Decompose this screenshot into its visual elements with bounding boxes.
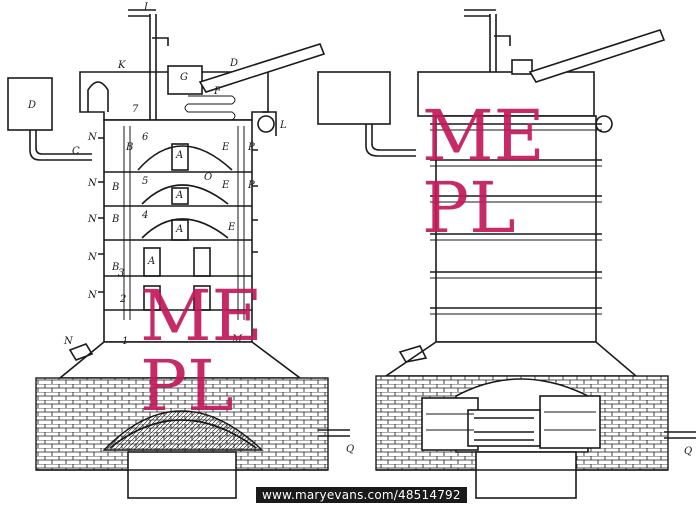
label: A — [175, 224, 183, 235]
label: E — [221, 142, 230, 153]
top-right — [417, 71, 595, 117]
label: L — [279, 120, 287, 131]
label: P — [247, 142, 255, 153]
label: 6 — [142, 132, 149, 143]
label: Q — [684, 446, 692, 457]
label: 4 — [141, 210, 148, 221]
label: N — [87, 132, 98, 143]
tank-right — [317, 71, 391, 125]
watermark-left: ME PL — [140, 275, 263, 427]
label: D — [27, 100, 36, 111]
label: C — [72, 146, 80, 157]
label: 1 — [122, 336, 128, 347]
label: Q — [346, 444, 354, 455]
flue-pipe-right — [528, 29, 666, 83]
tank-d-left — [7, 77, 53, 131]
credit-watermark: www.maryevans.com/48514792 — [256, 487, 467, 503]
label: O — [204, 172, 212, 183]
label: 7 — [132, 104, 139, 115]
left-labels: I K G D F D 7 N C 6 B A E P L N B 5 A O … — [27, 2, 354, 455]
label: N — [87, 290, 98, 301]
ash-pit-left — [127, 451, 237, 499]
label: K — [117, 60, 126, 71]
door-right — [539, 395, 601, 449]
column-right — [435, 115, 597, 343]
label: N — [87, 252, 98, 263]
label: E — [221, 180, 230, 191]
watermark-right: ME PL — [422, 95, 545, 249]
ash-pit-right — [475, 451, 577, 499]
right-exterior-drawing — [317, 9, 696, 499]
label: A — [147, 256, 155, 267]
label: B — [111, 214, 119, 225]
label: 5 — [142, 176, 148, 187]
label: 2 — [119, 294, 126, 305]
label: F — [213, 86, 222, 97]
valve-l — [257, 115, 275, 133]
label: 3 — [118, 268, 124, 279]
label: A — [175, 150, 183, 161]
label: M — [231, 334, 243, 345]
label: I — [143, 2, 149, 13]
left-section-drawing — [7, 9, 350, 499]
label: N — [63, 336, 74, 347]
supply-pipe-i — [149, 14, 157, 120]
label: D — [229, 58, 238, 69]
flue-pipe — [198, 43, 326, 93]
label: B — [111, 262, 119, 273]
watermark-right-bottom: PL — [422, 167, 516, 249]
label: N — [87, 178, 98, 189]
label: N — [87, 214, 98, 225]
watermark-left-bottom: PL — [140, 345, 234, 427]
watermark-right-top: ME — [422, 95, 545, 177]
watermark-left-top: ME — [140, 275, 263, 357]
coil-f — [184, 95, 236, 121]
label: E — [227, 222, 236, 233]
label: A — [175, 190, 183, 201]
label: G — [180, 72, 188, 83]
label: B — [111, 182, 119, 193]
label: P — [247, 180, 255, 191]
label: B — [125, 142, 133, 153]
tank-g — [167, 65, 203, 95]
